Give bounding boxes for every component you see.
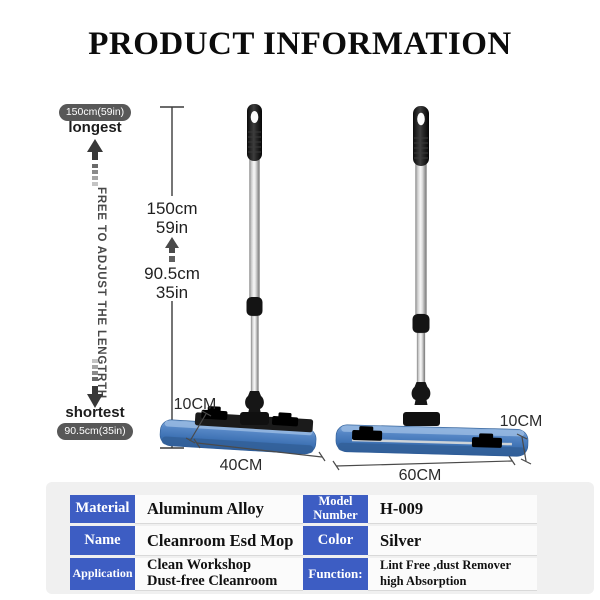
width-label-small-mop: 40CM xyxy=(219,457,263,474)
spec-label-material: Material xyxy=(70,495,135,523)
mop-small-handle xyxy=(240,104,269,425)
up-arrow-icon xyxy=(87,139,103,186)
spec-label-name: Name xyxy=(70,526,135,555)
down-arrow-icon xyxy=(87,359,103,408)
spec-label-model-number: Model Number xyxy=(303,494,368,523)
depth-label-large-mop: 10CM xyxy=(499,413,543,430)
longest-label: longest xyxy=(68,119,122,136)
max-length-cm: 150cm xyxy=(146,199,198,218)
min-length-cm: 90.5cm xyxy=(144,264,200,283)
spec-value-model-number: H-009 xyxy=(368,495,537,524)
mop-large-pad xyxy=(335,424,529,457)
shortest-length-badge: 90.5cm(35in) xyxy=(57,423,133,440)
page-title: PRODUCT INFORMATION xyxy=(88,26,512,62)
spec-row: Application Clean Workshop Dust-free Cle… xyxy=(70,557,537,591)
mop-large-illustration xyxy=(335,106,529,457)
mop-small-pad xyxy=(159,406,317,455)
longest-length-badge: 150cm(59in) xyxy=(59,104,131,121)
mop-large-handle xyxy=(403,106,440,426)
mop-small-illustration xyxy=(159,104,317,455)
spec-row: Material Aluminum Alloy Model Number H-0… xyxy=(70,494,537,524)
free-to-adjust-vertical-label: FREE TO ADJUST THE LENGTRTH xyxy=(95,187,107,399)
depth-label-small-mop: 10CM xyxy=(173,396,217,413)
width-label-large-mop: 60CM xyxy=(398,467,442,484)
spec-table: Material Aluminum Alloy Model Number H-0… xyxy=(70,494,537,593)
spec-value-material: Aluminum Alloy xyxy=(135,495,303,524)
shortest-label: shortest xyxy=(65,404,125,421)
spec-label-application: Application xyxy=(70,558,135,590)
range-arrow-icon xyxy=(165,237,179,262)
dimension-lines xyxy=(185,410,532,471)
max-length-in: 59in xyxy=(155,218,189,237)
spec-label-color: Color xyxy=(303,526,368,555)
spec-value-function: Lint Free ,dust Remover high Absorption xyxy=(368,558,537,591)
spec-row: Name Cleanroom Esd Mop Color Silver xyxy=(70,526,537,556)
spec-value-application: Clean Workshop Dust-free Cleanroom xyxy=(135,557,303,591)
spec-value-color: Silver xyxy=(368,526,537,556)
min-length-in: 35in xyxy=(155,283,189,302)
spec-value-name: Cleanroom Esd Mop xyxy=(135,526,303,556)
spec-label-function: Function: xyxy=(303,558,368,590)
